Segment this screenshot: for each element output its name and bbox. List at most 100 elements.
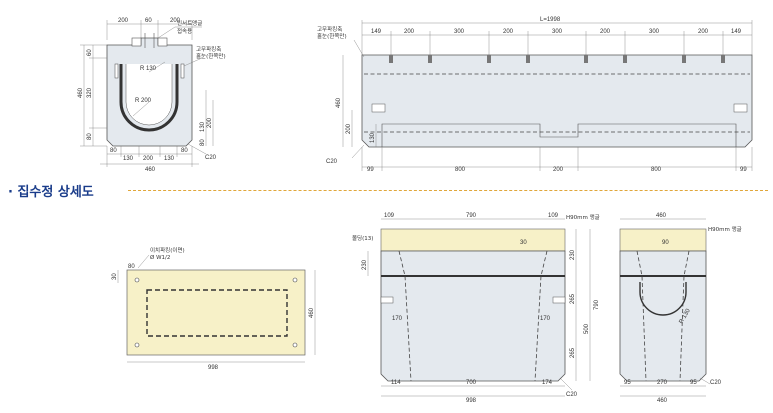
dim-bottom-1: 80 [110,148,117,154]
dim-top-seg: 200 [404,29,415,35]
note-connection: 접속용 [177,27,192,35]
dim-left-total: 460 [78,87,84,98]
leader-line [137,254,150,269]
sump-side-view: 460 H90mm 앵글 90 R 130 95 270 95 460 C20 [619,213,742,404]
dim-bottom-total: 460 [657,398,668,404]
dim-left-3: 130 [370,132,376,143]
dim-left-2: 80 [128,264,135,270]
dim-bottom-total: 460 [145,167,156,173]
dim-right-3: 80 [200,139,206,146]
note-gasket-b: 홀눈(한쪽만) [317,32,347,40]
sump-body [380,250,566,382]
hidden-wall-right [679,250,690,382]
bolt [487,55,491,63]
bolt [682,55,686,63]
leader-line [183,57,203,67]
note-gasket-a: 고무파킹축 [317,25,342,33]
dim-top-2: 60 [145,18,152,24]
dim-bottom-seg: 200 [553,167,564,173]
note-insert-angle: 인서트앵글 [177,19,202,27]
sump-side-body [619,250,707,382]
dim-left-1: 170 [392,316,403,322]
leader-line [187,143,207,155]
dim-bottom-5: 80 [181,148,188,154]
bolt [428,55,432,63]
dim-bottom-3: 95 [690,380,697,386]
hidden-wall-left [398,250,412,382]
dim-bottom-3: 200 [143,156,154,162]
dim-top-seg: 300 [454,29,465,35]
bolt [623,55,627,63]
bolt [389,55,393,63]
insert-angle-right [157,37,168,47]
bolt [721,55,725,63]
dim-top-2: 790 [466,213,477,219]
note-gasket-b: 홀눈(한쪽만) [196,52,226,60]
dim-top-seg: 200 [698,29,709,35]
dim-bottom: 998 [208,365,219,371]
dim-bottom-seg: 99 [740,167,747,173]
note-diameter: Ø W1/2 [150,254,170,261]
cover-plan-view: 이치파킹(이면) Ø W1/2 30 80 460 998 [112,246,316,371]
dim-top-seg: 200 [503,29,514,35]
dim-right-1: 230 [570,249,576,260]
bolt-hole [134,277,140,283]
dim-total-length: L=1998 [540,17,561,23]
gasket-right [180,63,185,79]
note-molding: 몰딩(13) [352,234,373,242]
bottom-profile [381,123,737,147]
dim-top-3: 109 [548,213,559,219]
chamfer-label: C20 [326,159,338,165]
gasket-left [380,296,394,304]
dim-bottom-3: 174 [542,380,553,386]
gasket-left [114,63,119,79]
radius-label-1: R 130 [140,66,157,72]
chamfer-label: C20 [205,155,217,161]
dim-bottom-2: 130 [123,156,134,162]
dim-bottom-1: 114 [391,380,401,386]
dim-cover: 30 [520,240,527,246]
bolt-hole [292,277,298,283]
cover-plate [126,269,306,356]
dim-bottom-seg: 800 [455,167,466,173]
section-title: · 집수정 상세도 [8,185,94,200]
bolt [584,55,588,63]
note-angle: H90mm 앵글 [566,214,600,221]
cross-section-view: 200 60 200 R 130 R 200 460 60 320 80 [78,18,226,173]
dim-bottom-seg: 99 [367,167,374,173]
dim-top-seg: 200 [600,29,611,35]
dim-top-1: 109 [384,213,395,219]
side-elevation-body [361,54,753,148]
u-channel [639,282,687,316]
bolt [526,55,530,63]
dim-bottom-4: 130 [164,156,175,162]
dim-top-seg: 300 [552,29,563,35]
dim-right: 460 [309,307,315,318]
bolt-hole [134,342,140,348]
dim-right-total: 790 [594,299,600,310]
dim-top-3: 200 [170,18,181,24]
dim-bottom-2: 270 [657,380,668,386]
leader-line [353,39,365,58]
gasket-right [552,296,566,304]
dim-bottom-seg: 800 [651,167,662,173]
cover-section [380,228,566,252]
u-channel-inner [125,64,173,126]
dim-right-2: 265 [570,293,576,304]
dim-top-1: 200 [118,18,129,24]
dim-left-2: 200 [346,123,352,134]
radius-label-2: R 200 [135,98,152,104]
sump-front-view: 109 790 109 H90mm 앵글 몰딩(13) 230 170 170 … [352,213,600,404]
u-channel [119,64,179,132]
dim-cover: 90 [662,240,669,246]
dim-top-seg: 300 [649,29,660,35]
dim-bottom-2: 700 [466,380,477,386]
dim-right-2: 200 [207,117,213,128]
dim-left-1: 60 [87,49,93,56]
section-divider [128,190,768,191]
dim-top-seg: 149 [731,29,742,35]
dim-right-4: 265 [570,347,576,358]
dim-right-1: 130 [200,121,206,132]
gasket-hole-right [733,103,748,113]
